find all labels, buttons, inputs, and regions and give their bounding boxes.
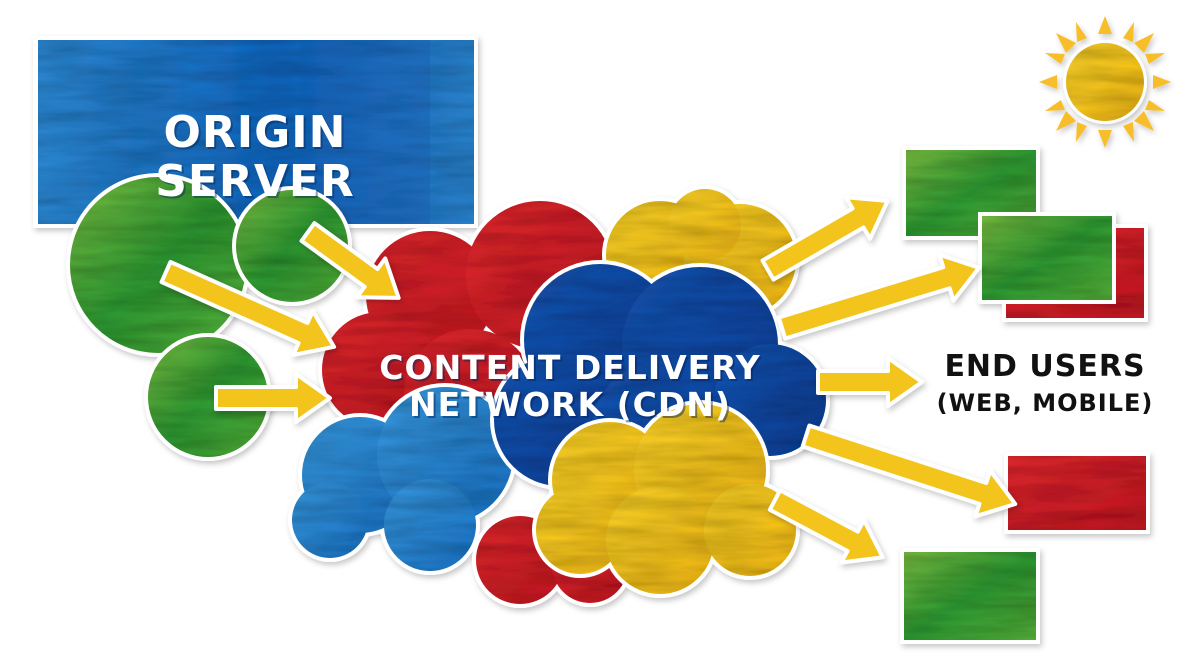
arrow-cdn-to-user-1 bbox=[760, 195, 890, 282]
end-user-devices bbox=[900, 146, 1150, 644]
end-users-title: END USERS bbox=[944, 349, 1146, 384]
cdn-label: CONTENT DELIVERY NETWORK (CDN) bbox=[360, 348, 780, 424]
arrow-origin-to-cdn-3 bbox=[214, 372, 332, 424]
origin-server-label: ORIGIN SERVER bbox=[155, 107, 355, 208]
arrow-cdn-to-user-5 bbox=[767, 488, 885, 565]
arrow-cdn-to-user-3 bbox=[816, 356, 924, 408]
cdn-label-line-2: NETWORK (CDN) bbox=[409, 384, 731, 424]
flow-arrows bbox=[159, 195, 1018, 565]
end-users-subtitle: (WEB, MOBILE) bbox=[936, 389, 1154, 417]
arrow-cdn-to-user-2 bbox=[776, 252, 981, 341]
arrow-origin-to-cdn-2 bbox=[159, 259, 337, 357]
arrow-cdn-to-user-4 bbox=[800, 423, 1018, 519]
origin-node-circles bbox=[66, 173, 352, 461]
arrow-origin-to-cdn-1 bbox=[299, 221, 401, 300]
sun-icon bbox=[1039, 16, 1171, 148]
cdn-label-line-1: CONTENT DELIVERY bbox=[379, 348, 761, 387]
